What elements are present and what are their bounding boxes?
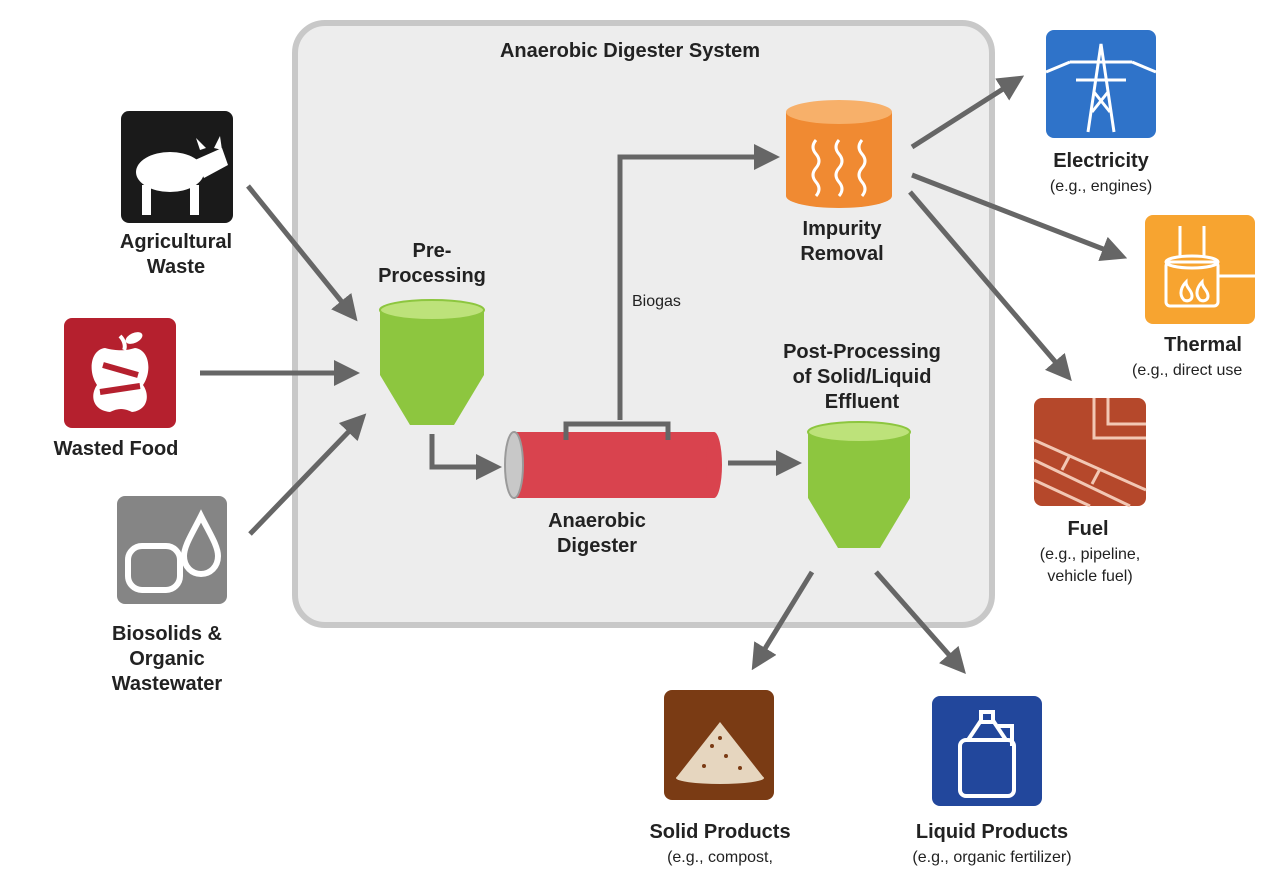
fuel-sub-2: vehicle fuel) [1047, 568, 1132, 585]
arrow-impurity-to-fuel [908, 190, 1072, 382]
liquid-products-sub: (e.g., organic fertilizer) [912, 849, 1071, 866]
pre-processing-label-2: Processing [378, 265, 486, 287]
post-processing-tank [807, 421, 911, 548]
pre-processing-tank [379, 299, 485, 425]
boiler-flame-icon [1164, 226, 1255, 308]
anaerobic-digester-label-1: Anaerobic [548, 510, 646, 532]
wasted-food-label: Wasted Food [54, 438, 179, 460]
arrow-impurity-to-thermal [911, 172, 1128, 262]
apple-core-icon [91, 332, 149, 412]
impurity-removal-label-1: Impurity [803, 218, 883, 240]
electricity-sub: (e.g., engines) [1050, 178, 1152, 195]
arrow-pre-to-digester [429, 434, 502, 480]
agricultural-waste-label-2: Waste [147, 256, 205, 278]
thermal-sub: (e.g., direct use [1132, 362, 1242, 379]
fuel-title: Fuel [1067, 518, 1108, 540]
arrow-post-to-solid [751, 570, 815, 671]
heat-waves-icon [811, 139, 867, 197]
thermal-icon-tile [1145, 215, 1255, 324]
jug-icon [958, 710, 1016, 798]
agricultural-icon-tile [121, 111, 233, 223]
water-drop-icon [125, 509, 222, 593]
anaerobic-digester-label-2: Digester [557, 535, 637, 557]
arrow-agri-to-pre [246, 184, 358, 322]
arrow-post-to-liquid [874, 570, 966, 675]
biosolids-label-2: Organic [129, 648, 205, 670]
thermal-title: Thermal [1164, 334, 1242, 356]
arrow-impurity-to-electricity [910, 75, 1025, 150]
biosolids-label-1: Biosolids & [112, 623, 222, 645]
biosolids-label-3: Wastewater [112, 673, 223, 695]
liquid-products-icon-tile [932, 696, 1042, 806]
power-tower-icon [1045, 43, 1157, 133]
pre-processing-label-1: Pre- [413, 240, 452, 262]
impurity-removal-cylinder [786, 100, 892, 208]
biosolids-icon-tile [117, 496, 227, 604]
electricity-title: Electricity [1053, 150, 1149, 172]
system-title: Anaerobic Digester System [500, 40, 760, 62]
electricity-icon-tile [1045, 30, 1157, 138]
anaerobic-digester-cylinder [504, 421, 722, 499]
solid-products-icon-tile [664, 690, 774, 800]
fuel-icon-tile [1033, 398, 1147, 508]
cow-icon [136, 136, 228, 215]
solid-products-title: Solid Products [649, 821, 790, 843]
post-processing-label-2: of Solid/Liquid [793, 366, 932, 388]
post-processing-label-1: Post-Processing [783, 341, 941, 363]
liquid-products-title: Liquid Products [916, 821, 1068, 843]
arrow-biogas-to-impurity [617, 144, 780, 420]
solid-products-sub: (e.g., compost, [667, 849, 773, 866]
food-icon-tile [64, 318, 176, 428]
fuel-sub-1: (e.g., pipeline, [1040, 546, 1141, 563]
flow-arrows [200, 75, 1128, 675]
arrow-bio-to-pre [248, 413, 367, 536]
biogas-label: Biogas [632, 293, 681, 310]
pipeline-icon [1033, 398, 1147, 508]
post-processing-label-3: Effluent [825, 391, 900, 413]
agricultural-waste-label-1: Agricultural [120, 231, 232, 253]
compost-pile-icon [676, 722, 764, 784]
impurity-removal-label-2: Removal [800, 243, 883, 265]
